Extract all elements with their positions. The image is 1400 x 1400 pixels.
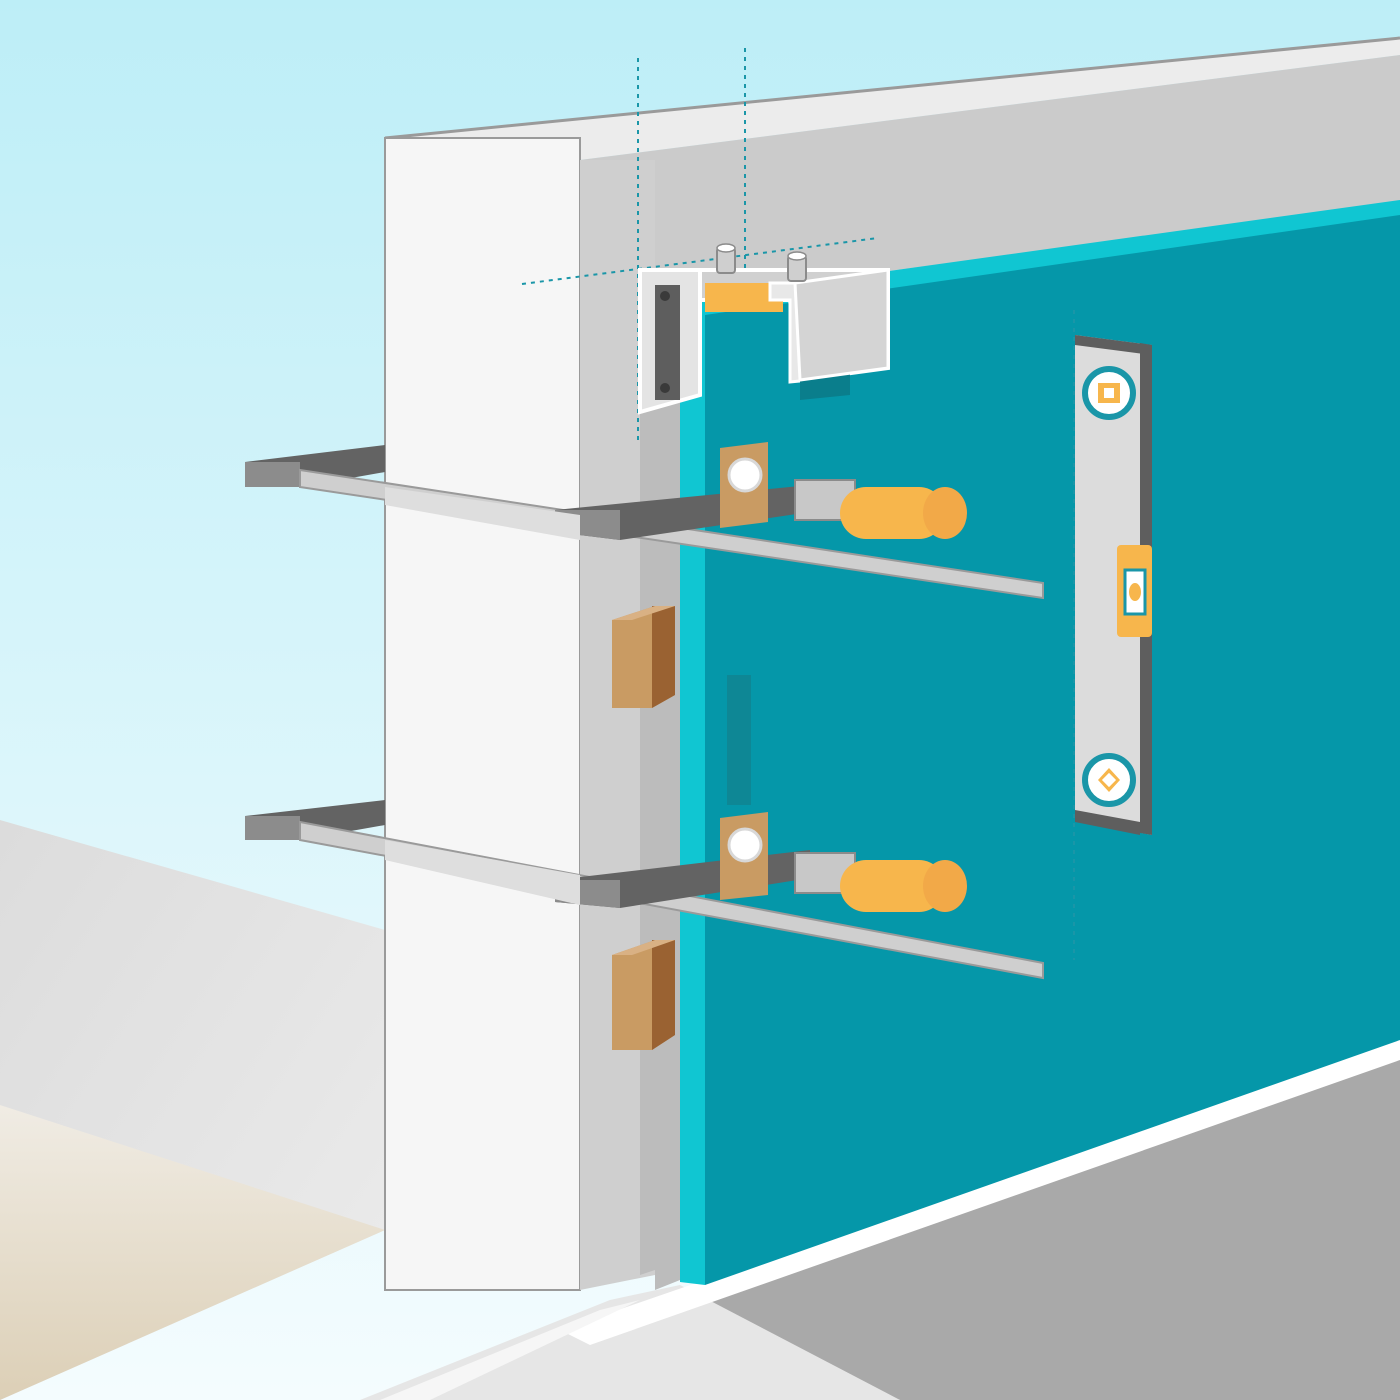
jamb-inner [640,300,680,1290]
floor-rail [560,1040,1400,1345]
track-bracket-icon [638,243,890,415]
door-front-edge [680,305,705,1285]
floor-front [360,1285,900,1400]
lintel-face [580,55,1400,300]
alignment-guides [521,48,1075,960]
door-face [705,205,1400,1285]
floor-rail-shadow [380,1300,640,1400]
wood-shim-icon [612,606,675,708]
door-pull-recess [727,675,751,805]
lintel-top [385,38,1400,160]
clamp-shadow [385,840,580,905]
ground-sand [0,1105,385,1400]
clamp-shadow [385,487,580,540]
jamb-front [384,137,581,1291]
wood-shim-icon [612,940,675,1050]
lintel-edge [384,36,1400,140]
floor-right [650,1040,1400,1400]
spirit-level-icon [1075,335,1152,835]
